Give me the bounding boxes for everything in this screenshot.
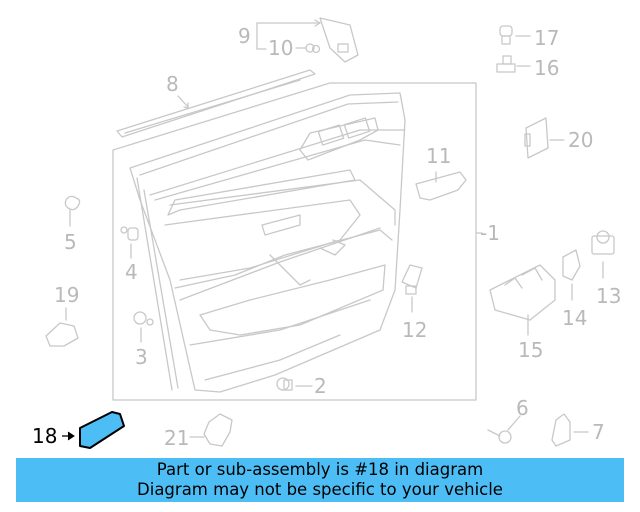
callout-6[interactable]: 6	[516, 396, 529, 420]
callout-7[interactable]: 7	[592, 420, 605, 444]
clip-part-3	[133, 311, 154, 343]
part-14	[562, 249, 581, 301]
clip-part-4	[120, 226, 139, 259]
part-12	[401, 264, 423, 313]
clip-part-2	[276, 377, 313, 391]
part-13	[591, 230, 615, 279]
part-20	[524, 117, 565, 159]
callout-15[interactable]: 15	[518, 338, 544, 362]
bracket-part-9	[256, 17, 359, 63]
banner-disclaimer: Diagram may not be specific to your vehi…	[137, 480, 503, 499]
belt-molding-part-8	[116, 69, 316, 138]
callout-16[interactable]: 16	[534, 56, 560, 80]
part-21	[189, 413, 233, 447]
callout-14[interactable]: 14	[562, 306, 588, 330]
callout-8[interactable]: 8	[166, 72, 179, 96]
part-15	[489, 264, 556, 336]
callout-4[interactable]: 4	[125, 260, 138, 284]
callout-18[interactable]: 18	[32, 424, 58, 448]
callout-19[interactable]: 19	[54, 283, 80, 307]
banner-part-info: Part or sub-assembly is #18 in diagram	[156, 460, 484, 479]
door-trim-panel	[129, 92, 406, 393]
callout-17[interactable]: 17	[534, 26, 560, 50]
callout-3[interactable]: 3	[135, 345, 148, 369]
callout-11[interactable]: 11	[426, 144, 452, 168]
callout-5[interactable]: 5	[64, 230, 77, 254]
part-7	[551, 413, 589, 447]
callout-12[interactable]: 12	[402, 318, 428, 342]
part-19	[45, 307, 79, 347]
callout-1[interactable]: -1	[480, 221, 500, 245]
part-16	[496, 55, 531, 73]
part-5	[64, 195, 81, 227]
callout-21[interactable]: 21	[164, 426, 190, 450]
part-17	[499, 25, 531, 45]
part-11	[415, 171, 467, 201]
info-banner: Part or sub-assembly is #18 in diagram D…	[16, 458, 624, 502]
highlighted-part-18	[62, 411, 125, 449]
callout-9[interactable]: 9	[238, 24, 251, 48]
clip-part-10	[295, 43, 321, 54]
callout-13[interactable]: 13	[596, 284, 622, 308]
callout-2[interactable]: 2	[314, 374, 327, 398]
callout-10[interactable]: 10	[268, 36, 294, 60]
screw-part-6	[487, 415, 521, 444]
assembly-bracket	[112, 82, 477, 401]
callout-20[interactable]: 20	[568, 128, 594, 152]
